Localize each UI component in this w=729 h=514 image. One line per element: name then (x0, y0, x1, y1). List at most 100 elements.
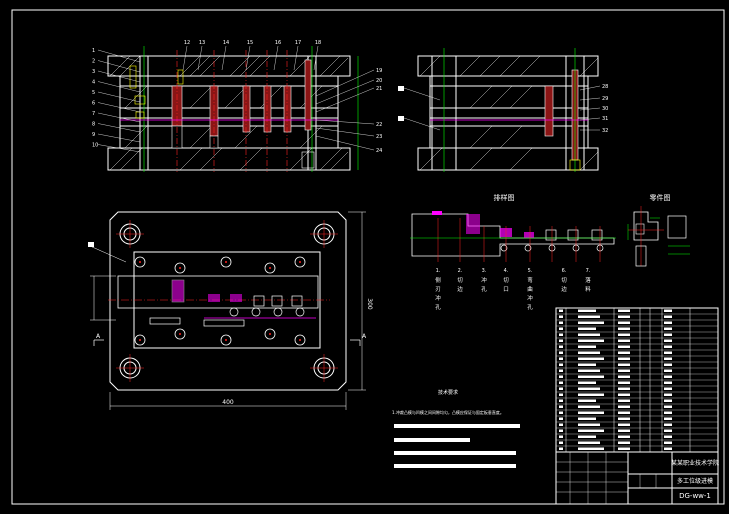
leader-line (97, 144, 141, 153)
bom-cell-bar (559, 423, 563, 426)
callout-15: 15 (247, 40, 253, 46)
strip-step-number: 3. (482, 268, 487, 274)
part-drawing-caption: 零件图 (650, 193, 671, 202)
callout-29: 29 (602, 96, 608, 102)
strip-step-char: 曲 (527, 285, 533, 293)
strip-layout-diagram: 排样图 (410, 193, 616, 262)
bom-cell-bar (664, 441, 672, 444)
callout-10: 10 (92, 143, 98, 149)
callout-5: 5 (92, 90, 95, 96)
bom-cell-bar (618, 363, 630, 366)
tech-requirements: 技术要求 1.冲裁凸模与凹模之间间隙均匀，凸模应保证与固定板垂直度。 (392, 389, 520, 468)
bom-cell-bar (664, 327, 672, 330)
leader-line (97, 123, 141, 133)
bom-cell-bar (559, 345, 563, 348)
strip-step-3: 3. 冲孔 (481, 268, 487, 293)
leader-line (579, 97, 601, 101)
bom-cell-bar (664, 447, 672, 450)
leader-line (97, 49, 141, 63)
bom-cell-bar (618, 387, 630, 390)
bom-cell-bar (618, 429, 630, 432)
callout-21: 21 (376, 86, 382, 92)
bom-cell-bar (618, 357, 630, 360)
strip-step-char: 落 (585, 276, 591, 284)
bom-cell-bar (559, 339, 563, 342)
bom-cell-bar (578, 417, 596, 420)
bom-cell-bar (664, 369, 672, 372)
strip-step-char: 切 (457, 277, 463, 284)
bom-cell-bar (618, 417, 630, 420)
title-block-drawing-name: 多工位级进模 (677, 477, 713, 485)
bom-cell-bar (664, 339, 672, 342)
strip-step-4: 4.切口 (503, 268, 509, 293)
leader-line (97, 60, 141, 73)
bom-cell-bar (559, 309, 563, 312)
bom-cell-bar (578, 321, 604, 324)
bom-cell-bar (664, 387, 672, 390)
leader-line (97, 102, 141, 113)
bom-cell-bar (578, 435, 596, 438)
bom-cell-bar (664, 363, 672, 366)
bom-cell-bar (664, 357, 672, 360)
bom-cell-bar (559, 429, 563, 432)
bom-cell-bar (618, 351, 630, 354)
bom-cell-bar (664, 417, 672, 420)
strip-step-2: 2.切边 (457, 268, 463, 293)
bom-cell-bar (664, 333, 672, 336)
bom-cell-bar (618, 381, 630, 384)
leader-line (579, 107, 601, 111)
callout-19: 19 (376, 68, 382, 74)
bom-cell-bar (664, 429, 672, 432)
bom-cell-bar (618, 345, 630, 348)
tech-requirement-line-1: 1.冲裁凸模与凹模之间间隙均匀，凸模应保证与固定板垂直度。 (392, 409, 504, 415)
bom-cell-bar (559, 321, 563, 324)
bom-cell-bar (618, 315, 630, 318)
strip-step-char: 边 (457, 285, 463, 293)
leader-line (403, 87, 441, 101)
bom-cell-bar (578, 369, 600, 372)
strip-step-number: 4. (504, 268, 509, 274)
strip-step-char: 边 (561, 285, 567, 293)
callout-9: 9 (92, 132, 95, 138)
bom-cell-bar (578, 315, 600, 318)
bom-cell-bar (618, 339, 630, 342)
leader-line (313, 45, 319, 71)
strip-step-char: 冲 (481, 276, 487, 284)
plan-view (90, 211, 366, 410)
tech-requirements-title: 技术要求 (438, 389, 458, 396)
bom-cell-bar (578, 363, 596, 366)
strip-step-char: 孔 (481, 285, 487, 293)
bom-cell-bar (618, 375, 630, 378)
bom-cell-bar (618, 435, 630, 438)
bom-cell-bar (559, 315, 563, 318)
bom-cell-bar (578, 375, 604, 378)
strip-step-char: 孔 (435, 303, 441, 311)
strip-step-number: 5. (528, 268, 533, 274)
callout-3: 3 (92, 69, 95, 75)
bom-cell-bar (664, 375, 672, 378)
callout-22: 22 (376, 122, 382, 128)
bom-cell-bar (578, 357, 604, 360)
bom-cell-bar (578, 429, 604, 432)
bom-cell-bar (559, 333, 563, 336)
callout-1: 1 (92, 48, 95, 54)
callout-2: 2 (92, 59, 95, 65)
bom-cell-bar (578, 405, 600, 408)
callout-16: 16 (275, 40, 281, 46)
leader-line (97, 81, 141, 93)
leader-line (315, 87, 375, 113)
bom-cell-bar (559, 393, 563, 396)
main-section-view (107, 46, 359, 172)
bom-cell-bar (618, 369, 630, 372)
leader-line (579, 85, 601, 91)
bom-cell-bar (559, 387, 563, 390)
bom-cell-bar (559, 369, 563, 372)
bom-cell-bar (559, 363, 563, 366)
strip-step-char: 侧 (435, 276, 441, 284)
leader-line (315, 79, 375, 105)
